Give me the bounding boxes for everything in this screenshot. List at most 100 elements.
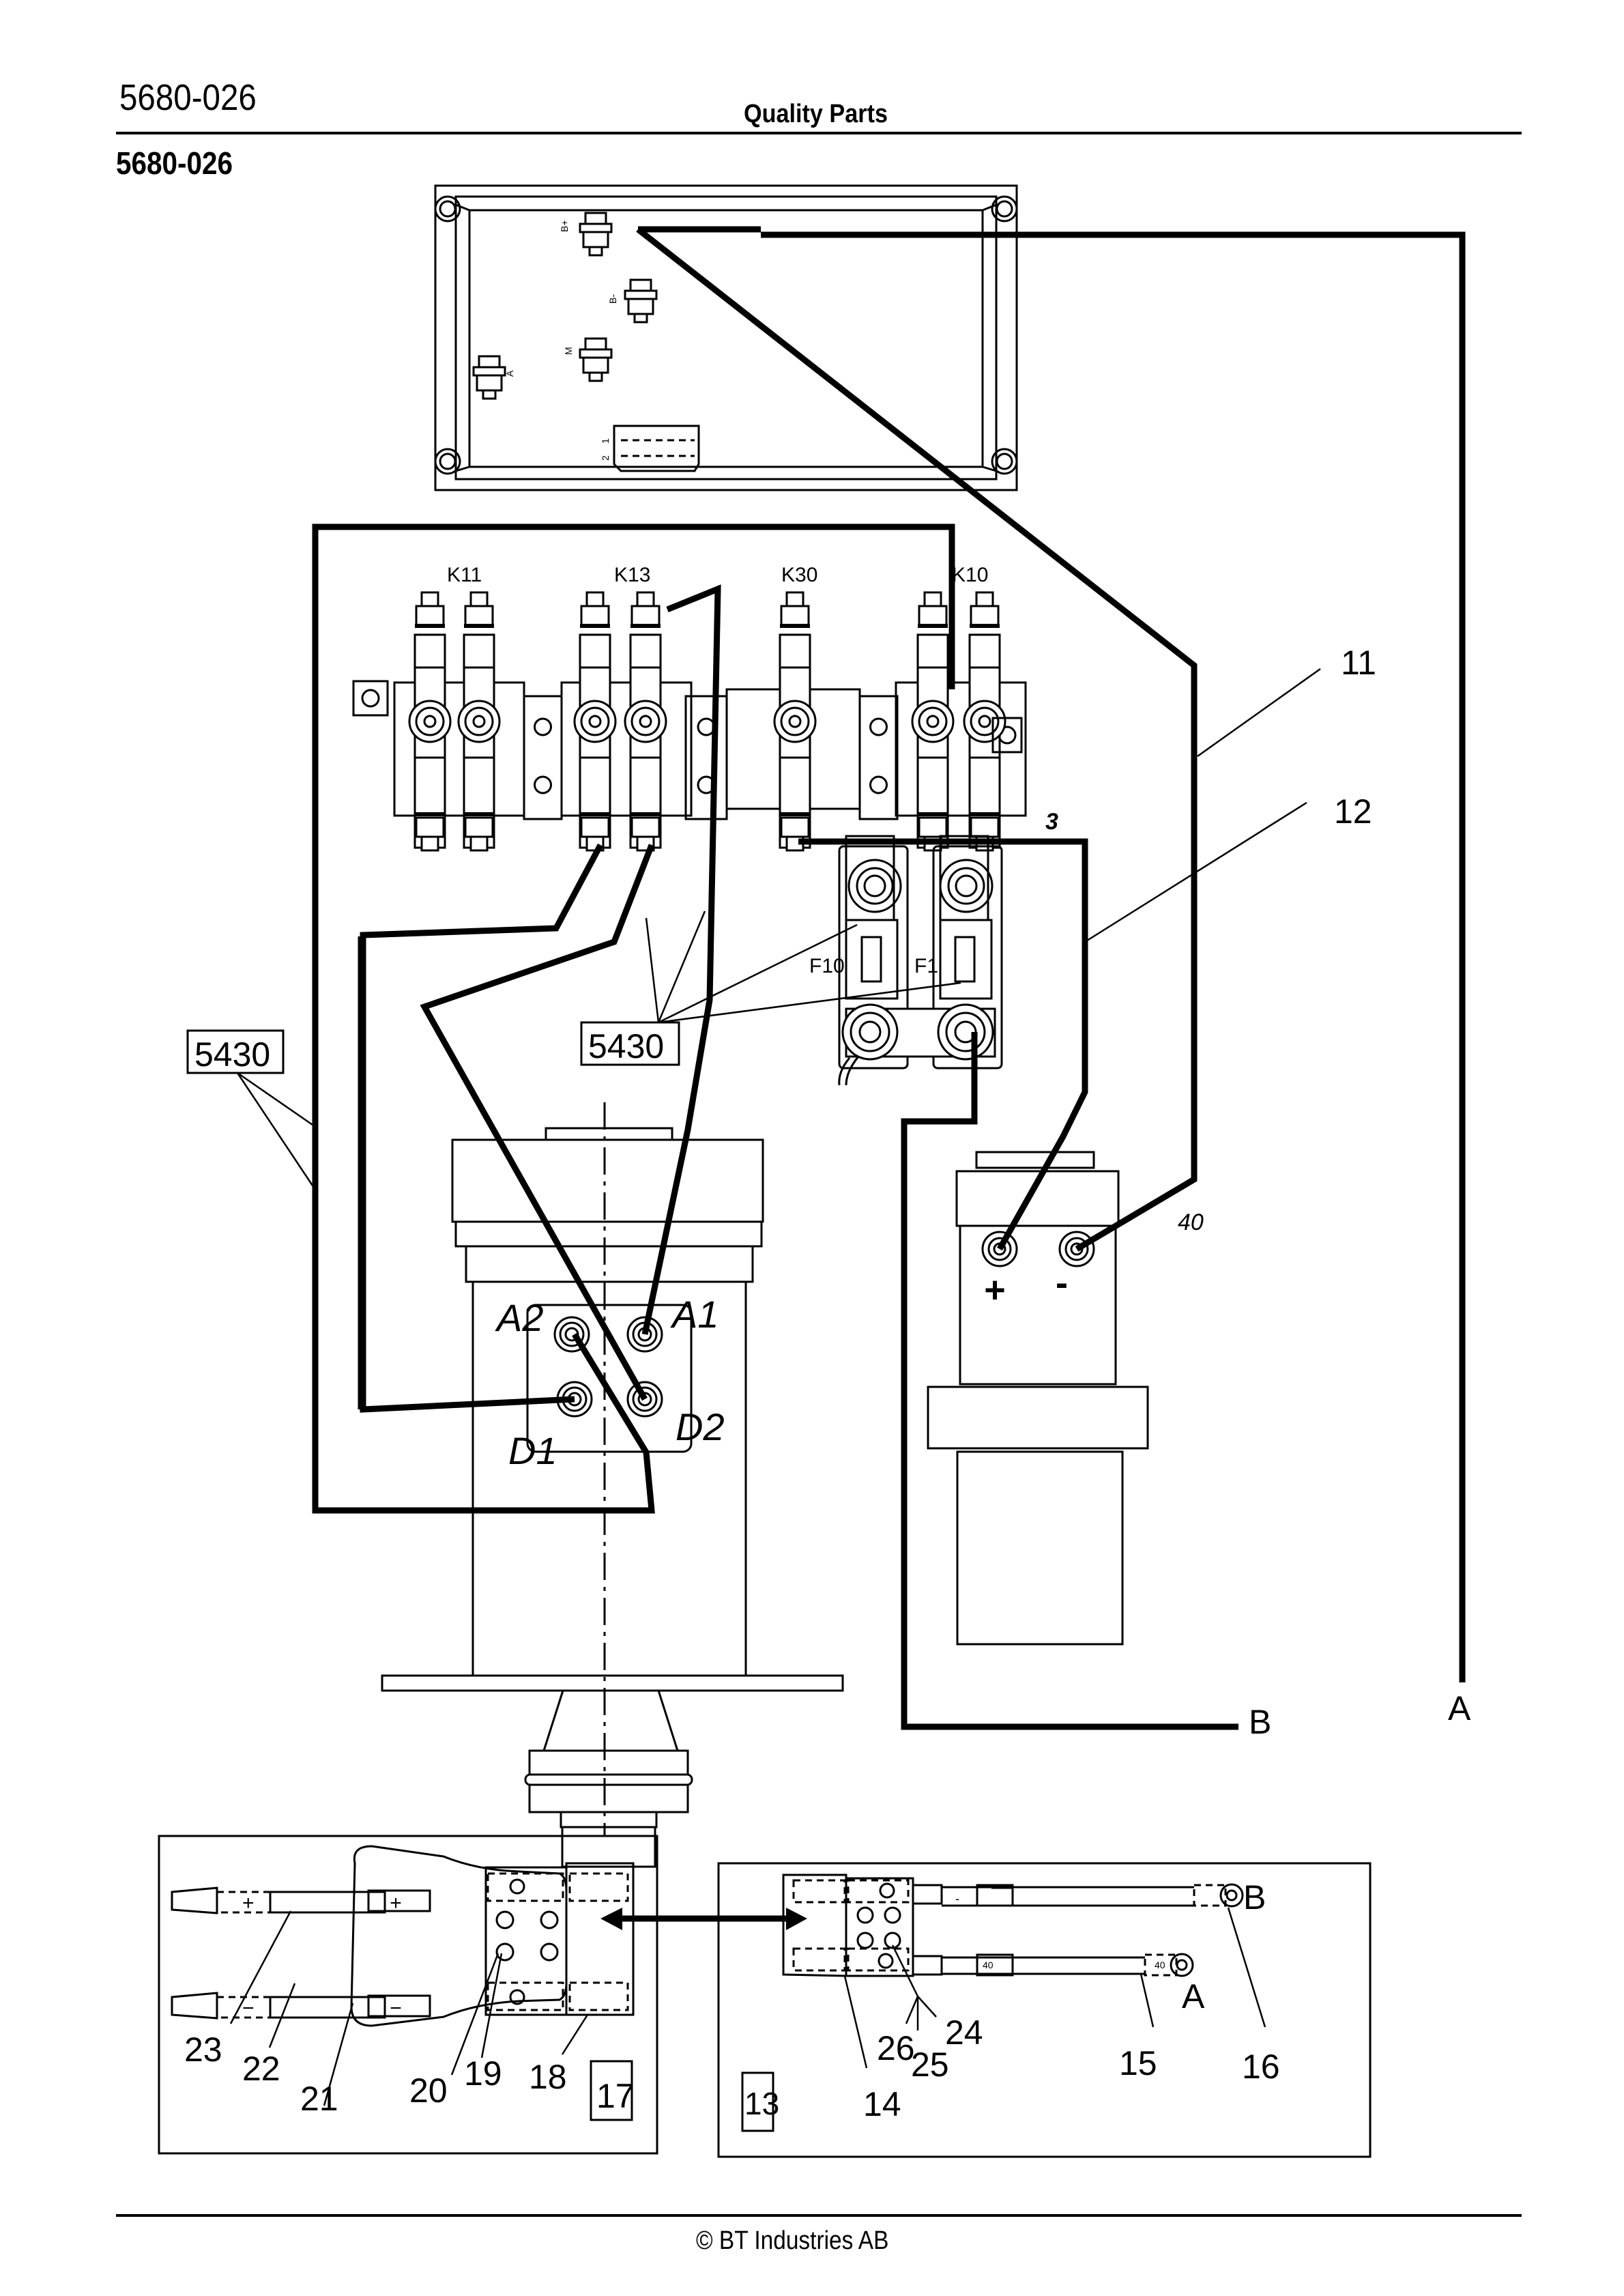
callout-12: 12 (1334, 792, 1372, 831)
cable-k13-to-a1 (641, 584, 721, 1335)
ref-5430-middle: 5430 (588, 1027, 664, 1065)
contactor-body (895, 681, 1027, 817)
fuse-holder: F10 F1 (809, 835, 1003, 1086)
hex-nut-icon (884, 1906, 901, 1924)
body-minus-label: − (390, 1997, 402, 2020)
mounting-nut-icon (434, 448, 461, 475)
contactor-pole (457, 591, 501, 852)
cable-k10-loop (312, 523, 955, 1514)
lug-label-40: 40 (1155, 1960, 1165, 1970)
hex-nut-icon (869, 717, 888, 736)
hex-nut-icon (856, 1932, 874, 1949)
mounting-nut-icon (991, 195, 1018, 223)
power-cables (312, 226, 1466, 1730)
terminal-label: B- (607, 294, 618, 304)
item-22: 22 (242, 2050, 280, 2088)
pin-label: 1 (600, 438, 611, 444)
terminal-label-a1: A1 (670, 1293, 719, 1336)
fuse-nut-icon (847, 859, 902, 913)
terminal-bolt-b-plus: B+ (559, 212, 613, 257)
hex-nut-icon (495, 1942, 514, 1962)
terminal-bolt-a: A (472, 355, 515, 400)
body-plus-label: + (390, 1892, 402, 1914)
contactor-label-k10: K10 (952, 564, 988, 586)
signal-connector: 1 2 (600, 425, 700, 472)
fuse-label-f10: F10 (809, 955, 845, 977)
hex-nut-icon (856, 1906, 874, 1924)
cable-k13-to-d2 (420, 844, 655, 1401)
header-divider (116, 132, 1522, 134)
ref-box-5430-left (186, 1029, 285, 1074)
contactor-label-k30: K30 (781, 564, 817, 586)
cable-end-b: B (1243, 1878, 1266, 1917)
hex-nut-icon (495, 1910, 514, 1929)
cable-controller-to-pump-minus (636, 226, 1198, 1252)
connector-panel-17: + − + − 23 22 21 20 19 18 17 (158, 1835, 658, 2155)
item-16: 16 (1242, 2048, 1280, 2086)
item-25: 25 (911, 2046, 949, 2084)
item-19: 19 (464, 2054, 502, 2093)
contactor-panel: K11 K13 K30 K10 (352, 564, 1027, 852)
item-24: 24 (945, 2013, 983, 2052)
terminal-bolt-m: M (563, 337, 613, 382)
item-26: 26 (877, 2029, 915, 2067)
wire-number-3: 3 (1045, 809, 1058, 835)
contactor-pole (624, 591, 667, 852)
hex-nut-icon (534, 775, 552, 794)
wire-number-40: 40 (1178, 1209, 1204, 1235)
terminal-bolt-b-minus: B- (607, 278, 658, 324)
item-21: 21 (300, 2080, 338, 2118)
hex-nut-icon (869, 775, 888, 794)
section-code: 5680-026 (116, 145, 233, 181)
fuse-label-f1: F1 (914, 955, 938, 977)
mounting-nut-icon (434, 195, 461, 223)
fuse-nut-icon (937, 1003, 994, 1061)
document-title: Quality Parts (744, 100, 888, 128)
ref-5430-left: 5430 (194, 1035, 270, 1074)
hex-nut-icon (540, 1910, 559, 1929)
cable-3-to-pump-plus (798, 838, 1088, 1251)
item-23: 23 (184, 2030, 222, 2069)
terminal-label-d2: D2 (676, 1405, 725, 1448)
screw-icon (878, 1953, 894, 1969)
hex-nut-icon (884, 1932, 901, 1949)
terminal-label: M (563, 347, 574, 355)
connector-panel-13: - B 40 40 A 14 26 25 24 15 16 13 (717, 1862, 1372, 2158)
mating-arrow-icon (600, 1908, 807, 1930)
item-20: 20 (409, 2071, 448, 2110)
fuse-nut-icon (841, 1003, 899, 1061)
traction-motor: A2 A1 D1 D2 (381, 1102, 844, 1868)
pump-label-minus: - (1056, 1263, 1068, 1304)
terminal-label-d1: D1 (508, 1429, 557, 1472)
plug-minus-label: − (242, 1997, 255, 2020)
lug-label-minus: - (955, 1892, 959, 1906)
mounting-nut-icon (991, 448, 1018, 475)
terminal-label: B+ (559, 220, 570, 232)
document-code: 5680-026 (119, 77, 257, 118)
item-14: 14 (863, 2085, 901, 2123)
contactor-pole (963, 591, 1006, 852)
contactor-pole (911, 591, 955, 852)
cable-b-plus-to-a (761, 231, 1466, 1682)
contactor-label-k13: K13 (614, 564, 650, 586)
cable-end-a: A (1182, 1977, 1205, 2015)
sleeve-label-40: 40 (983, 1960, 994, 1970)
terminal-label-a2: A2 (495, 1296, 544, 1339)
callouts: 11 12 5430 5430 B A (186, 644, 1471, 1741)
cable-k13-to-d1 (360, 843, 603, 1413)
motor-controller: B+ B- M A 1 2 (434, 184, 1018, 491)
screw-icon (509, 1878, 525, 1895)
contactor-label-k11: K11 (447, 564, 482, 586)
cable-end-label-a: A (1448, 1689, 1471, 1727)
callout-11: 11 (1341, 644, 1376, 682)
pin-label: 2 (600, 455, 611, 461)
item-18: 18 (529, 2058, 567, 2096)
contactor-pole (773, 591, 817, 852)
item-15: 15 (1119, 2044, 1157, 2082)
hex-nut-icon (540, 1942, 559, 1962)
pump-label-plus: + (984, 1269, 1006, 1310)
screw-icon (509, 1989, 525, 2005)
pump-motor: + - 40 (927, 1151, 1204, 1646)
copyright: © BT Industries AB (696, 2226, 889, 2255)
